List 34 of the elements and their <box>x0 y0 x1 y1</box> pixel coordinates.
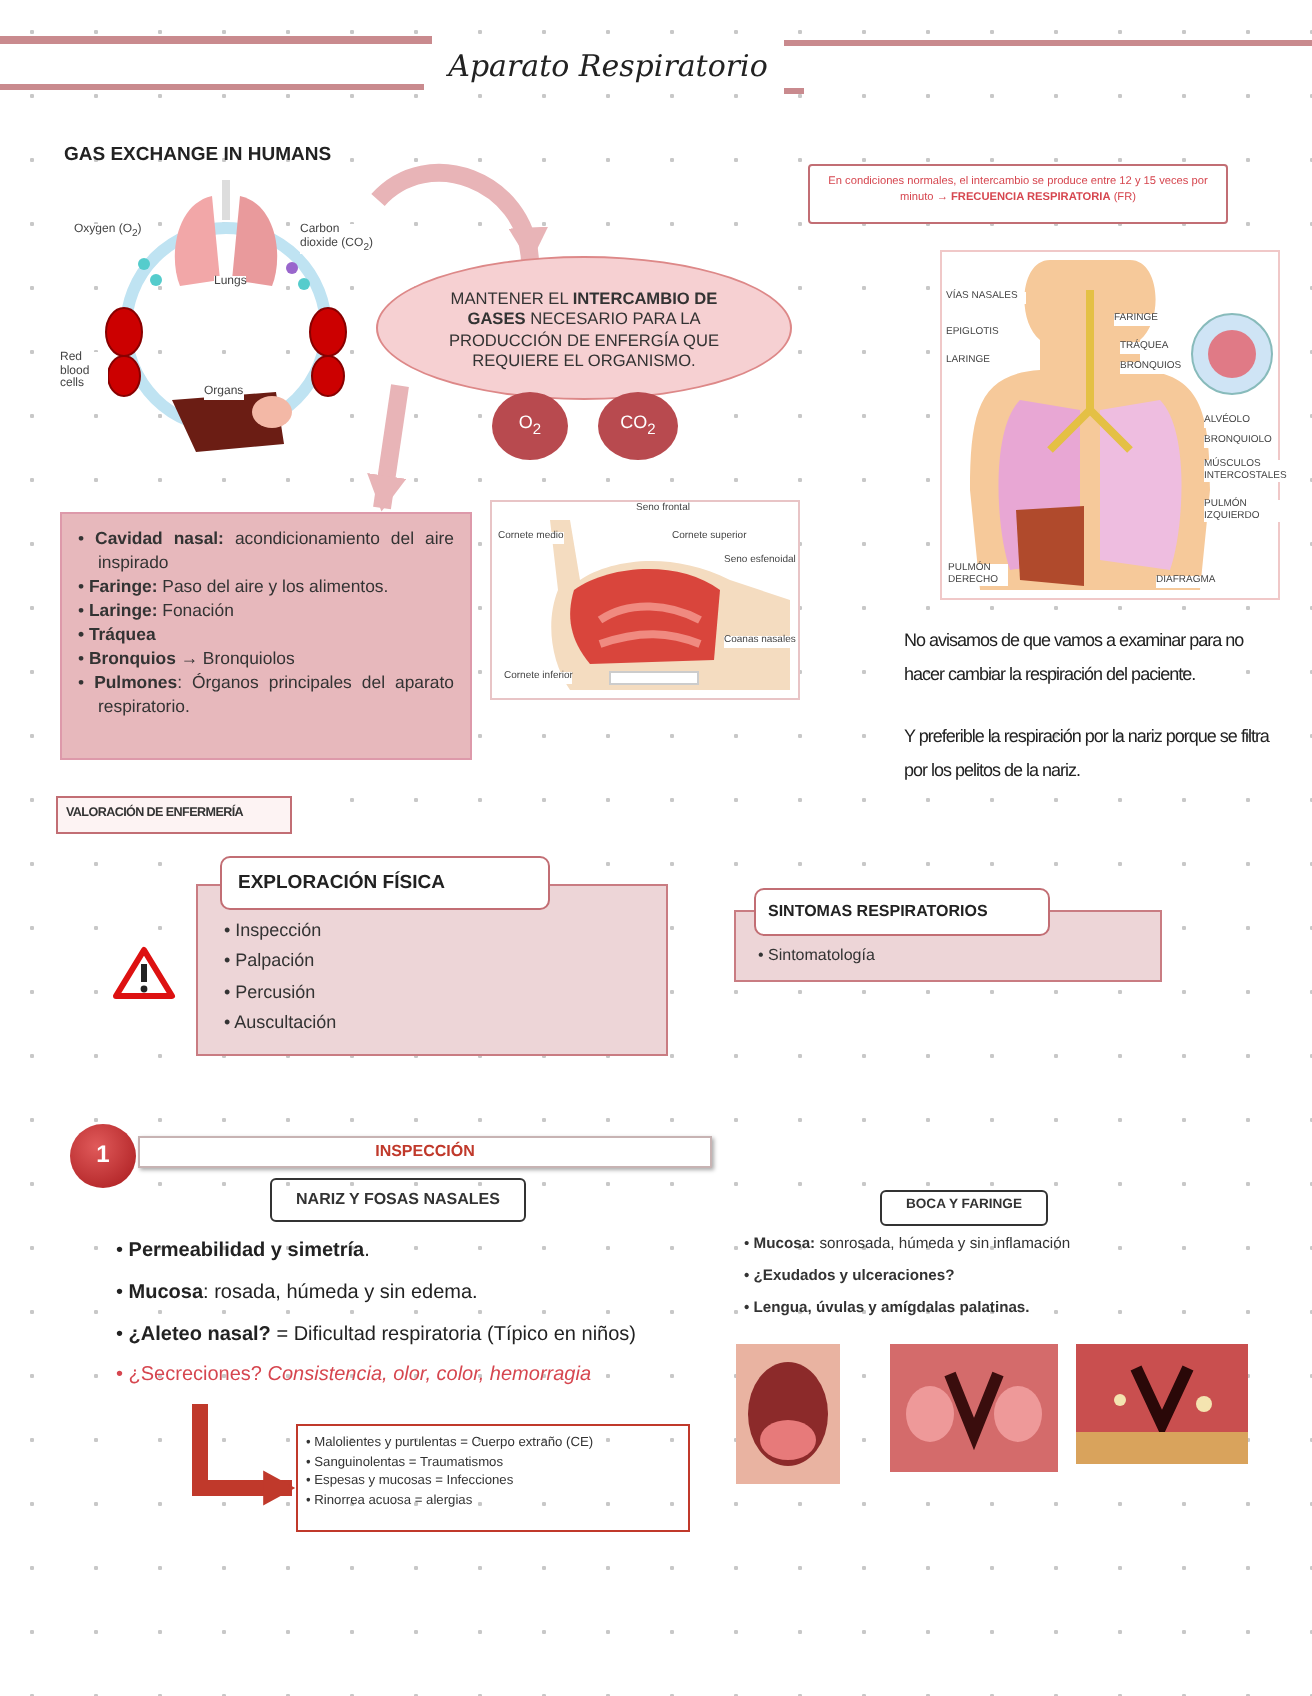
symptoms-panel <box>734 888 1162 982</box>
arrow <box>192 1404 296 1506</box>
note-text: No avisamos de que vamos a examinar para no hacer cambiar la respiración del paciente. <box>904 628 1246 689</box>
exam-panel <box>196 856 668 1056</box>
bullet-item: • Cavidad nasal: acondicionamiento del aire inspirado <box>78 526 454 574</box>
section-band: INSPECCIÓN <box>138 1136 712 1168</box>
bullet-item: • Pulmones: Órganos principales del aparato respiratorio. <box>78 670 454 718</box>
bullet-item: • Palpación <box>224 948 317 975</box>
bullet-item: • Sintomatología <box>758 946 877 964</box>
bullet-item: • ¿Aleteo nasal? = Dificultad respiratoria (Típico en niños) <box>116 1324 636 1346</box>
step-number-circle: 1 <box>70 1124 136 1188</box>
bullet-item: • Mucosa: rosada, húmeda y sin edema. <box>116 1282 478 1304</box>
organ-list-panel <box>60 512 472 760</box>
bullet-item: • Bronquios → Bronquiolos <box>78 646 297 670</box>
bullet-item: • ¿Secreciones? Consistencia, olor, color, hemorragia <box>116 1364 706 1396</box>
panel-heading: SINTOMAS RESPIRATORIOS <box>754 888 1050 936</box>
bullet-item: • Inspección <box>224 918 324 944</box>
bullet-item: • Laringe: Fonación <box>78 598 236 622</box>
arrow <box>371 163 545 264</box>
figure-heading: GAS EXCHANGE IN HUMANS <box>64 144 332 166</box>
secretion-list-box <box>296 1424 690 1532</box>
bullet-item: • Tráquea <box>78 622 158 646</box>
oxygen-circle: O$_{2}$ <box>492 392 568 460</box>
bullet-item: • Percusión <box>224 979 318 1006</box>
carbon-dioxide-circle: CO$_{2}$ <box>598 392 678 460</box>
page-title: Aparato Respiratorio <box>444 48 770 84</box>
goal-ellipse: MANTENER EL INTERCAMBIO DE GASES NECESARIO PARA LA PRODUCCIÓN DE ENFERGÍA QUE REQUIERE EL ORGANISMO. <box>376 256 792 400</box>
arrow <box>367 384 409 512</box>
bullet-item: • Faringe: Paso del aire y los alimentos. <box>78 574 391 598</box>
note-text: Y preferible la respiración por la nariz porque se filtra por los pelitos de la nariz. <box>904 724 1272 785</box>
subheading-box: NARIZ Y FOSAS NASALES <box>270 1178 526 1222</box>
panel-heading: EXPLORACIÓN FÍSICA <box>220 856 550 910</box>
bullet-item: • Permeabilidad y simetría. <box>116 1240 370 1262</box>
bullet-item: • Auscultación <box>224 1009 339 1036</box>
